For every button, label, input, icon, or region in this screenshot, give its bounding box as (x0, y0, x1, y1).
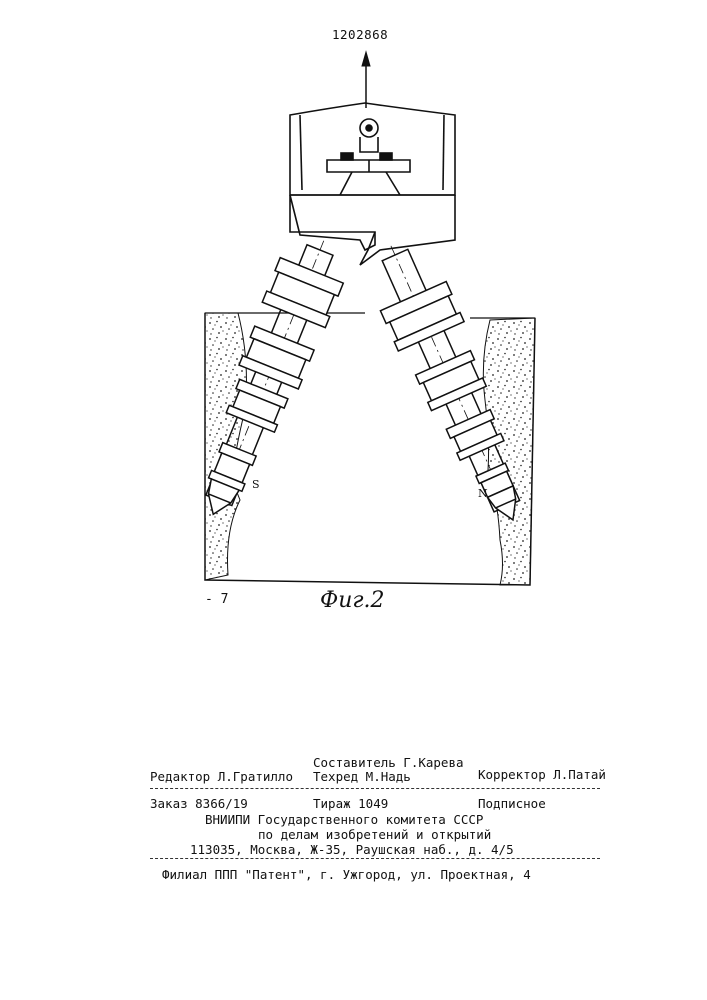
subscription-line: Подписное (478, 796, 546, 811)
editor-line: Редактор Л.Гратилло (150, 769, 293, 784)
corrector-line: Корректор Л.Патай (478, 767, 606, 782)
order-line: Заказ 8366/19 (150, 796, 248, 811)
pole-n-label: N (478, 487, 488, 500)
divider-2 (150, 858, 600, 859)
pole-s-label: S (252, 478, 260, 491)
compiler-line: Составитель Г.Карева (313, 755, 464, 770)
gripper-head (290, 103, 455, 265)
organization-line-1: ВНИИПИ Государственного комитета СССР (205, 812, 483, 827)
branch-line: Филиал ППП "Патент", г. Ужгород, ул. Про… (162, 867, 531, 882)
figure-label: Фиг.2 (320, 588, 385, 613)
circulation-line: Тираж 1049 (313, 796, 388, 811)
reference-numeral: - 7 (205, 592, 228, 607)
techred-line: Техред М.Надь (313, 769, 411, 784)
lift-arrow (362, 52, 370, 108)
divider-1 (150, 788, 600, 789)
organization-line-2: по делам изобретений и открытий (258, 827, 491, 842)
address-line: 113035, Москва, Ж-35, Раушская наб., д. … (190, 842, 514, 857)
